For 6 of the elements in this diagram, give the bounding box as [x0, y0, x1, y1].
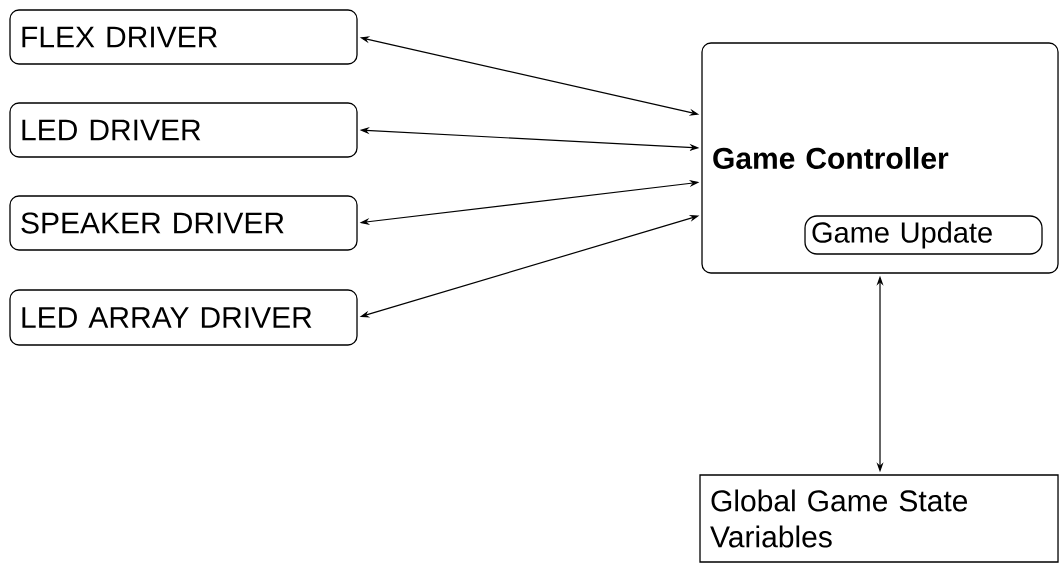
driver-box: LED DRIVER [9, 102, 358, 158]
driver-box: LED ARRAY DRIVER [9, 289, 358, 346]
variables-box: Global Game State Variables [699, 474, 1059, 563]
driver-box: SPEAKER DRIVER [9, 195, 358, 251]
process-box: Game Update [804, 215, 1043, 255]
driver-box: FLEX DRIVER [9, 9, 358, 65]
